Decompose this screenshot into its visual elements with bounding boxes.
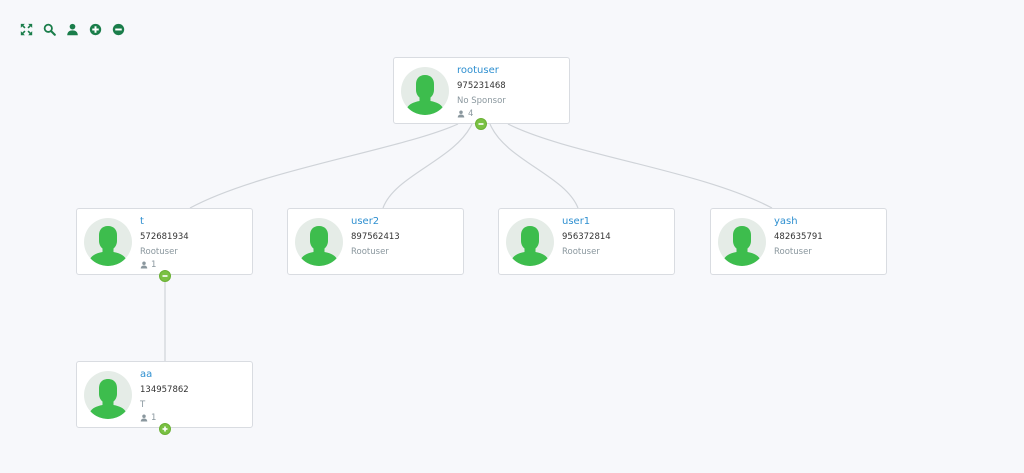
plus-circle-icon	[89, 23, 101, 35]
avatar	[84, 371, 132, 419]
fullscreen-button[interactable]	[19, 22, 33, 36]
user-silhouette-icon	[301, 226, 337, 266]
minus-icon	[478, 123, 484, 125]
user-silhouette-icon	[724, 226, 760, 266]
user-icon	[66, 23, 78, 35]
tree-node-aa[interactable]: aa 134957862 T 1	[76, 361, 253, 428]
downline-count-value: 1	[151, 413, 157, 423]
avatar	[718, 218, 766, 266]
downline-count: 1	[140, 259, 189, 271]
user-silhouette-icon	[407, 75, 443, 115]
user-sponsor: Rootuser	[774, 247, 812, 257]
user-name-link[interactable]: yash	[774, 216, 798, 227]
user-silhouette-icon	[90, 226, 126, 266]
zoom-out-button[interactable]	[111, 22, 125, 36]
search-icon	[43, 23, 56, 36]
connector-root-t	[189, 123, 459, 209]
user-button[interactable]	[65, 22, 79, 36]
avatar	[295, 218, 343, 266]
connector-root-user2	[382, 123, 473, 209]
collapse-toggle-t[interactable]	[159, 270, 171, 282]
tree-node-user2[interactable]: user2 897562413 Rootuser	[287, 208, 464, 275]
user-icon	[140, 414, 148, 422]
expand-toggle-aa[interactable]	[159, 423, 171, 435]
tree-node-t[interactable]: t 572681934 Rootuser 1	[76, 208, 253, 275]
tree-node-user1[interactable]: user1 956372814 Rootuser	[498, 208, 675, 275]
user-name-link[interactable]: aa	[140, 369, 153, 380]
user-phone: 572681934	[140, 232, 189, 242]
user-silhouette-icon	[512, 226, 548, 266]
downline-count: 4	[457, 108, 506, 120]
minus-icon	[162, 275, 168, 277]
user-phone: 134957862	[140, 385, 189, 395]
downline-count-value: 4	[468, 109, 474, 119]
avatar	[84, 218, 132, 266]
avatar	[401, 67, 449, 115]
user-name-link[interactable]: rootuser	[457, 65, 499, 76]
user-name-link[interactable]: user2	[351, 216, 380, 227]
connector-root-user1	[489, 123, 579, 209]
user-phone: 897562413	[351, 232, 400, 242]
user-icon	[457, 110, 465, 118]
zoom-in-button[interactable]	[88, 22, 102, 36]
search-button[interactable]	[42, 22, 56, 36]
user-phone: 482635791	[774, 232, 823, 242]
connector-root-yash	[507, 123, 773, 209]
user-sponsor: Rootuser	[351, 247, 389, 257]
user-sponsor: Rootuser	[140, 247, 178, 257]
plus-icon	[162, 426, 168, 432]
user-phone: 975231468	[457, 81, 506, 91]
user-sponsor: Rootuser	[562, 247, 600, 257]
minus-circle-icon	[112, 23, 124, 35]
downline-count-value: 1	[151, 260, 157, 270]
avatar	[506, 218, 554, 266]
user-phone: 956372814	[562, 232, 611, 242]
user-sponsor: No Sponsor	[457, 96, 506, 106]
chart-toolbar	[19, 22, 125, 36]
expand-arrows-icon	[20, 23, 32, 35]
user-name-link[interactable]: user1	[562, 216, 591, 227]
user-silhouette-icon	[90, 379, 126, 419]
user-icon	[140, 261, 148, 269]
user-name-link[interactable]: t	[140, 216, 144, 227]
collapse-toggle-root[interactable]	[475, 118, 487, 130]
downline-count: 1	[140, 412, 189, 424]
user-sponsor: T	[140, 400, 146, 410]
tree-node-root[interactable]: rootuser 975231468 No Sponsor 4	[393, 57, 570, 124]
tree-node-yash[interactable]: yash 482635791 Rootuser	[710, 208, 887, 275]
